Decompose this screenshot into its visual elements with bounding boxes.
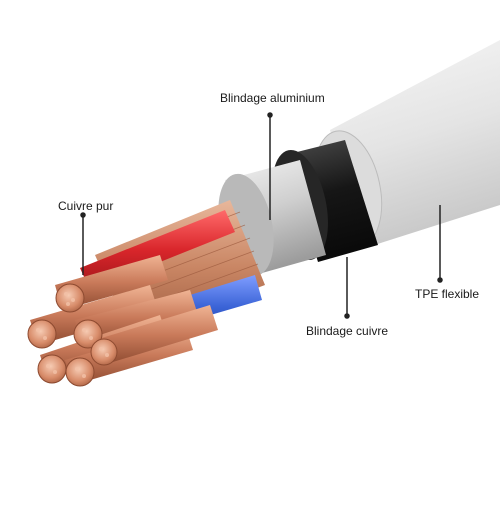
leader-tpe-dot <box>437 277 443 283</box>
leader-aluminium-dot <box>267 112 273 118</box>
label-pure-copper: Cuivre pur <box>58 199 114 213</box>
leader-lines <box>80 112 443 319</box>
leader-copper-dot <box>80 212 86 218</box>
label-copper-shield: Blindage cuivre <box>306 324 389 338</box>
label-aluminium-shield: Blindage aluminium <box>220 91 325 105</box>
label-tpe-flexible: TPE flexible <box>415 287 480 301</box>
strand-faces-icon <box>27 283 118 387</box>
leader-copper-shield-dot <box>344 313 350 319</box>
